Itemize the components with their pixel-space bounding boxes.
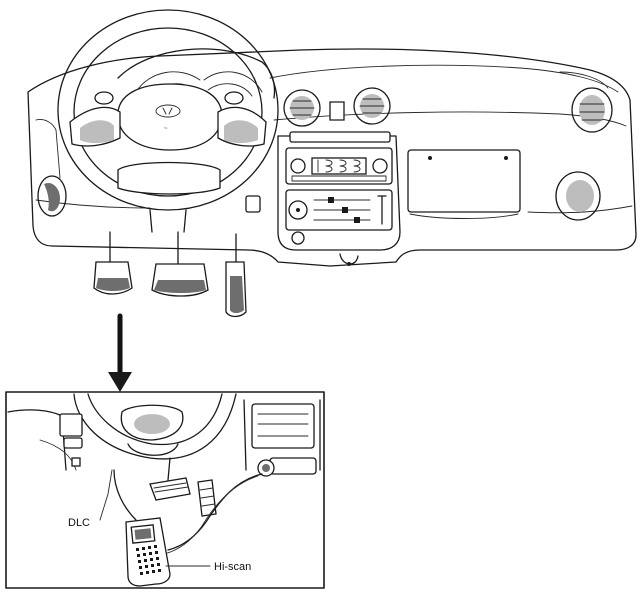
- left-side-vent: [37, 175, 67, 217]
- inset-left-dash: [7, 409, 67, 471]
- cluster-gauge-left: [135, 71, 201, 93]
- steering-column: [149, 209, 187, 233]
- scanner-top-cable: [113, 469, 137, 521]
- glove-box-handle: [409, 213, 519, 219]
- brand-logo-icon: [155, 104, 181, 118]
- inset-left-switch: [59, 413, 83, 437]
- left-dash-end: [35, 119, 61, 179]
- inset-wheel-rim-inner: [87, 393, 223, 446]
- pedal-clutch: [93, 231, 133, 295]
- dlc-connector: [257, 459, 275, 477]
- brand-logo-mark: [162, 107, 173, 115]
- pedal-brake: [151, 231, 209, 297]
- radio-knob-right: [372, 158, 388, 174]
- dlc-detail-inset: DLC Hi-scan: [5, 391, 325, 589]
- hi-scan-device: [125, 517, 171, 587]
- spoke-pad-left: [80, 120, 114, 143]
- radio-knob-left: [290, 158, 306, 174]
- inset-wheel-hub-pad: [134, 414, 170, 434]
- left-side-vent-shade: [44, 182, 60, 212]
- inset-lower-stack: [269, 457, 317, 475]
- steering-wheel-rim-inner: [73, 27, 263, 197]
- steering-wheel-rim: [57, 9, 279, 211]
- radio-cd-slot: [289, 131, 391, 143]
- dlc-leader-line: [99, 469, 113, 521]
- dlc-cable-2: [163, 475, 259, 555]
- dashboard-overview: ~: [27, 9, 637, 318]
- spoke-button-right: [224, 91, 244, 105]
- radio-display-digits: [317, 159, 361, 173]
- climate-slider-knob-1: [328, 197, 334, 203]
- center-vent-left: [283, 89, 321, 127]
- inset-stack-side: [243, 399, 321, 471]
- hub-small-mark: ~: [164, 126, 168, 132]
- spoke-pad-right: [224, 120, 258, 143]
- dlc-cable: [167, 473, 263, 551]
- hi-scan-label: Hi-scan: [214, 561, 251, 573]
- inset-small-tab: [71, 457, 81, 467]
- down-arrow-icon: [108, 313, 132, 392]
- center-stack-lower-dot: [347, 262, 351, 266]
- climate-slider-knob-3: [354, 217, 360, 223]
- inset-column-shroud: [127, 443, 179, 456]
- cluster-gauge-right: [203, 71, 263, 93]
- dashboard-lower-line-right: [527, 205, 633, 214]
- dlc-label: DLC: [68, 517, 90, 529]
- inset-radio: [251, 403, 315, 449]
- hi-scan-keypad: [136, 545, 161, 575]
- center-stack-frame: [277, 135, 401, 251]
- passenger-lower-vent: [555, 171, 601, 221]
- inset-pedal-accelerator: [197, 479, 217, 517]
- climate-knob-left: [288, 200, 308, 220]
- glove-box: [407, 149, 521, 213]
- spoke-button-left: [94, 91, 114, 105]
- inset-left-switch-2: [63, 437, 83, 449]
- passenger-lower-vent-inner: [566, 180, 594, 212]
- radio-display: [311, 157, 367, 175]
- glove-box-screw-right: [504, 156, 508, 160]
- right-dash-curve: [559, 71, 609, 89]
- right-side-vent: [571, 87, 613, 133]
- inset-frame: [5, 391, 325, 589]
- center-vent-hazard: [329, 101, 345, 121]
- glove-box-screw-left: [428, 156, 432, 160]
- inset-radio-lines: [257, 413, 309, 437]
- radio-buttons-row: [291, 175, 387, 182]
- ashtray-knob: [291, 231, 305, 245]
- inset-wheel-rim: [73, 393, 237, 460]
- steering-spoke-bottom: [117, 161, 221, 195]
- dashboard-lower-line: [35, 199, 151, 209]
- inset-pedal-brake: [149, 457, 191, 501]
- pedal-accelerator: [225, 233, 247, 318]
- center-vent-right: [353, 87, 391, 125]
- climate-knob-left-center: [296, 208, 300, 212]
- dashboard-outline: [27, 48, 637, 267]
- climate-lever: [377, 195, 387, 225]
- climate-slider-knob-2: [342, 207, 348, 213]
- column-switch: [245, 195, 261, 213]
- dashboard-top-crest: [269, 64, 619, 93]
